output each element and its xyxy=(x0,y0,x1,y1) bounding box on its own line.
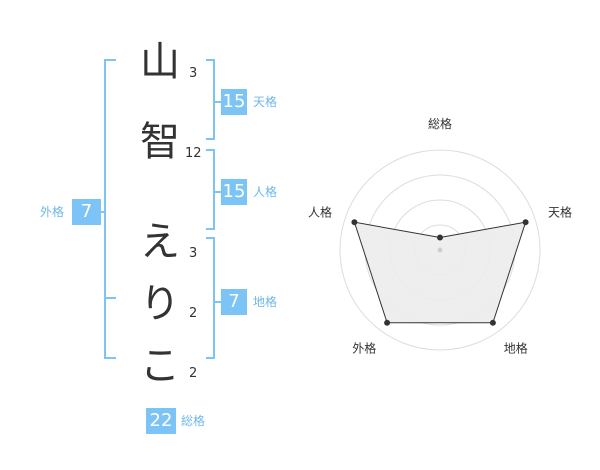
stroke-count-5: 2 xyxy=(189,366,198,381)
name-char-1: 山 xyxy=(140,39,180,85)
stroke-count-4: 2 xyxy=(189,306,198,321)
name-char-3: え xyxy=(140,219,180,265)
soukaku-label: 総格 xyxy=(181,414,206,428)
chikaku-bracket xyxy=(206,237,215,359)
radar-point-5 xyxy=(351,219,358,226)
soukaku-value: 22 xyxy=(146,408,176,434)
radar-point-3 xyxy=(489,319,496,326)
stroke-count-1: 3 xyxy=(189,66,198,81)
tenkaku-value: 15 xyxy=(221,89,247,115)
radar-axis-label-4: 外格 xyxy=(352,341,376,356)
jinkaku-bracket xyxy=(206,149,215,230)
radar-axis-label-3: 地格 xyxy=(504,341,528,356)
radar-point-2 xyxy=(522,219,529,226)
name-char-2: 智 xyxy=(140,119,180,165)
name-char-5: こ xyxy=(140,343,180,389)
radar-center-dot xyxy=(437,247,443,253)
radar-point-4 xyxy=(384,319,391,326)
name-char-4: り xyxy=(140,281,180,327)
gaikaku-label: 外格 xyxy=(40,205,65,219)
jinkaku-label: 人格 xyxy=(253,185,278,199)
gaikaku-bracket xyxy=(104,59,116,359)
tenkaku-bracket xyxy=(206,59,215,140)
stroke-count-3: 3 xyxy=(189,246,198,261)
tenkaku-label: 天格 xyxy=(253,95,278,109)
radar-axis-label-1: 総格 xyxy=(428,116,452,131)
radar-axis-label-2: 天格 xyxy=(548,204,572,219)
radar-ring-4 xyxy=(339,149,541,351)
radar-axis-label-5: 人格 xyxy=(308,204,332,219)
chikaku-value: 7 xyxy=(221,289,247,315)
stroke-count-2: 12 xyxy=(185,146,202,161)
jinkaku-value: 15 xyxy=(221,179,247,205)
radar-polygon xyxy=(353,221,527,324)
radar-point-1 xyxy=(437,234,443,241)
gaikaku-value: 7 xyxy=(72,199,101,225)
chikaku-label: 地格 xyxy=(253,295,278,309)
